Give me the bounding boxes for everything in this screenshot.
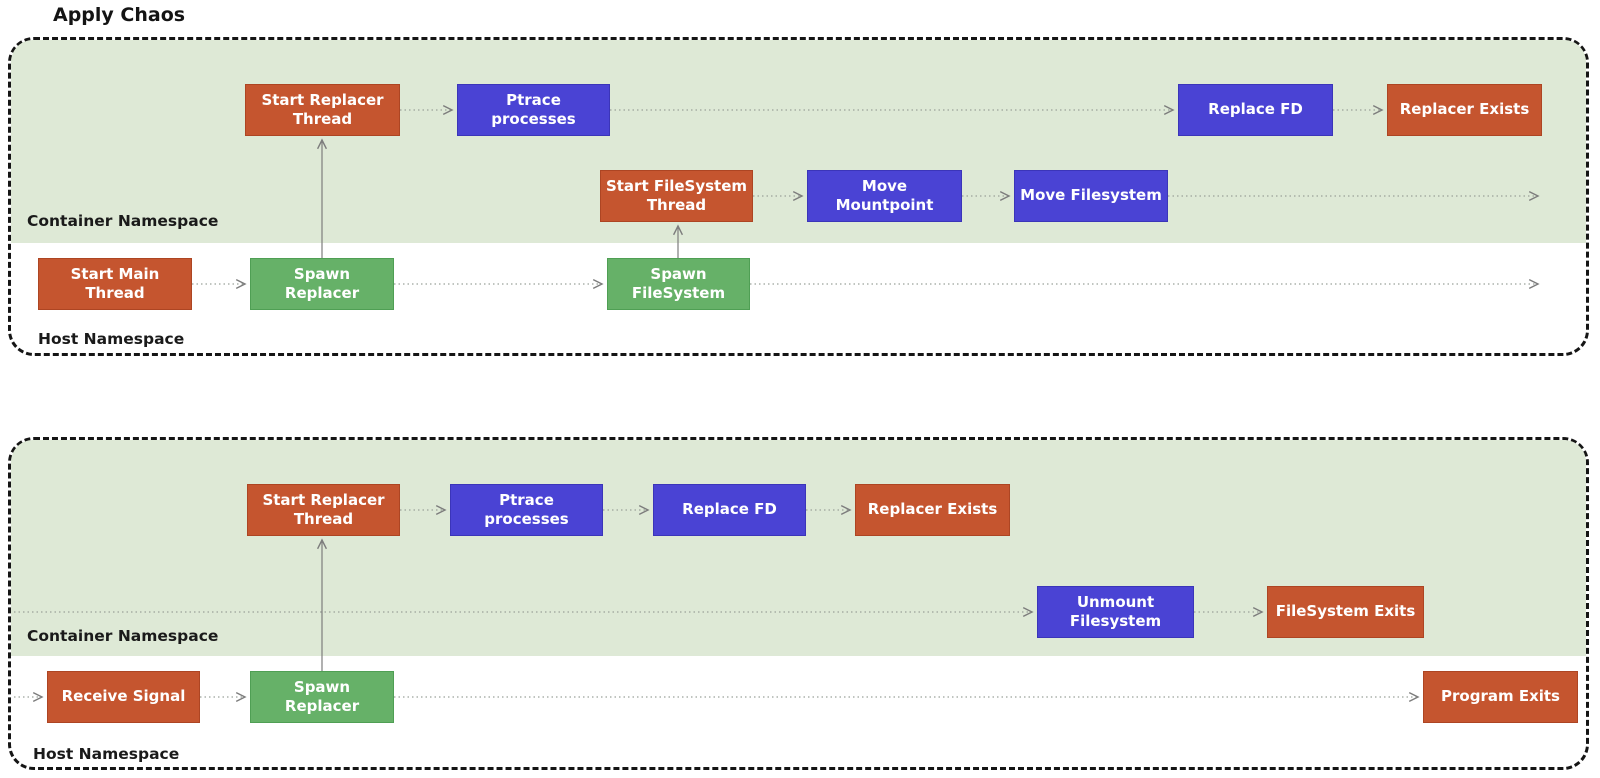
node-start-replacer-thread: Start Replacer Thread <box>245 84 400 136</box>
label-container-namespace: Container Namespace <box>27 627 219 645</box>
node-ptrace-processes: Ptrace processes <box>450 484 603 536</box>
node-program-exits: Program Exits <box>1423 671 1578 723</box>
node-replacer-exists: Replacer Exists <box>855 484 1010 536</box>
label-container-namespace: Container Namespace <box>27 212 219 230</box>
diagram-title: Apply Chaos <box>53 4 186 26</box>
node-receive-signal: Receive Signal <box>47 671 200 723</box>
node-filesystem-exits: FileSystem Exits <box>1267 586 1424 638</box>
node-unmount-filesystem: Unmount Filesystem <box>1037 586 1194 638</box>
node-move-mountpoint: Move Mountpoint <box>807 170 962 222</box>
node-replace-fd: Replace FD <box>653 484 806 536</box>
node-spawn-replacer: Spawn Replacer <box>250 671 394 723</box>
label-host-namespace: Host Namespace <box>38 330 185 348</box>
node-move-filesystem: Move Filesystem <box>1014 170 1168 222</box>
node-replacer-exists: Replacer Exists <box>1387 84 1542 136</box>
label-host-namespace: Host Namespace <box>33 745 180 763</box>
container-namespace-zone <box>11 40 1586 243</box>
node-spawn-replacer: Spawn Replacer <box>250 258 394 310</box>
node-start-main-thread: Start Main Thread <box>38 258 192 310</box>
node-start-filesystem-thread: Start FileSystem Thread <box>600 170 753 222</box>
node-start-replacer-thread: Start Replacer Thread <box>247 484 400 536</box>
node-spawn-filesystem: Spawn FileSystem <box>607 258 750 310</box>
node-ptrace-processes: Ptrace processes <box>457 84 610 136</box>
node-replace-fd: Replace FD <box>1178 84 1333 136</box>
